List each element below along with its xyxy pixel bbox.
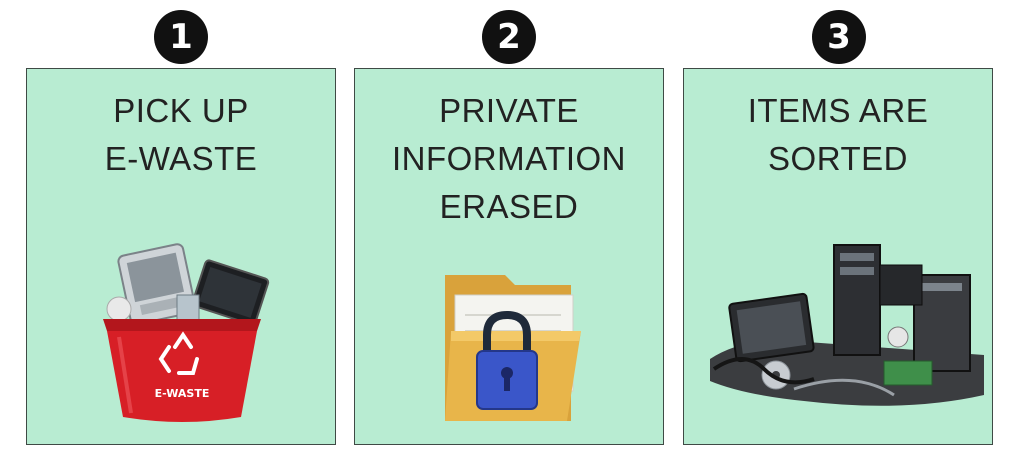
bin-label: E-WASTE xyxy=(155,387,210,400)
step-2-number-badge: 2 xyxy=(482,10,536,64)
electronics-pile-icon xyxy=(710,244,984,406)
step-2-title: PRIVATE INFORMATION ERASED xyxy=(391,92,627,225)
step-2-panel: PRIVATE INFORMATION ERASED xyxy=(354,68,664,445)
step-3-number-badge: 3 xyxy=(812,10,866,64)
step-3-title: ITEMS ARE SORTED xyxy=(747,92,929,177)
step-1-number-badge: 1 xyxy=(154,10,208,64)
recycle-symbol-icon xyxy=(158,331,199,375)
step-3-panel: ITEMS ARE SORTED xyxy=(683,68,993,445)
recycle-bin-icon: E-WASTE xyxy=(103,243,270,422)
locked-folder-icon xyxy=(445,275,581,421)
step-1-panel: PICK UP E-WASTE E-WASTE xyxy=(26,68,336,445)
step-1-title: PICK UP E-WASTE xyxy=(104,92,258,177)
